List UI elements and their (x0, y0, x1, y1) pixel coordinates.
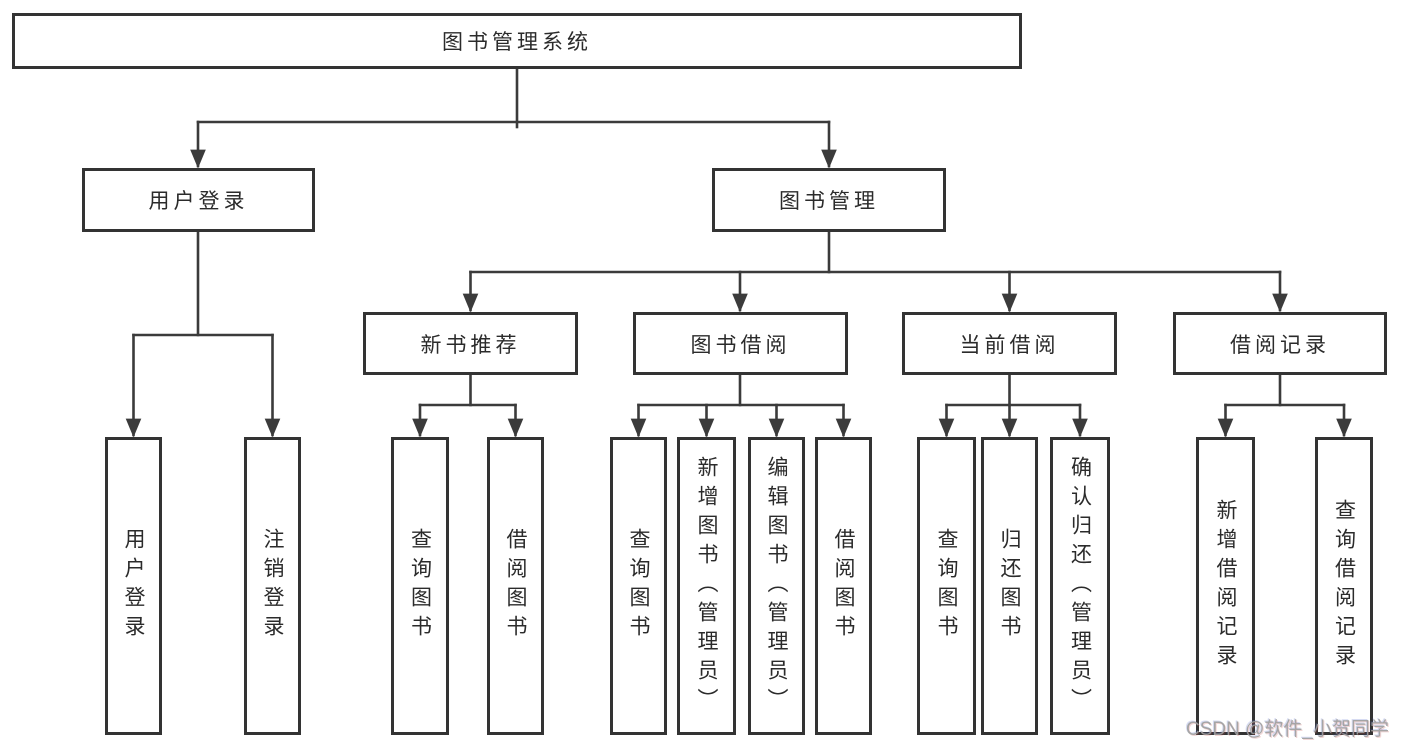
leaf-edit-book-admin: 编辑图书（管理员） (748, 437, 805, 735)
node-book-management: 图书管理 (712, 168, 946, 232)
node-user-login: 用户登录 (82, 168, 315, 232)
leaf-borrow-books: 借阅图书 (815, 437, 872, 735)
node-label: 借阅图书 (832, 528, 855, 644)
node-book-borrow: 图书借阅 (633, 312, 848, 375)
connector-new-books-branch (412, 373, 524, 438)
node-label: 新增图书（管理员） (695, 455, 718, 717)
node-label: 注销登录 (261, 528, 284, 644)
node-label: 查询图书 (627, 528, 650, 644)
leaf-query-books-borrow: 查询图书 (610, 437, 667, 735)
leaf-query-books-recommend: 查询图书 (391, 437, 449, 735)
node-label: 新增借阅记录 (1214, 499, 1237, 673)
node-label: 借阅记录 (1230, 333, 1330, 357)
connector-book-borrow-branch (630, 373, 852, 438)
connector-book-mgmt-to-level3 (462, 230, 1288, 313)
leaf-query-borrow-record: 查询借阅记录 (1315, 437, 1373, 735)
node-label: 归还图书 (998, 528, 1021, 644)
leaf-confirm-return-admin: 确认归还（管理员） (1050, 437, 1110, 735)
connector-current-borrow-branch (938, 373, 1088, 438)
connector-borrow-records-branch (1217, 373, 1352, 438)
node-label: 图书管理 (779, 190, 879, 213)
leaf-add-borrow-record: 新增借阅记录 (1196, 437, 1255, 735)
leaf-add-book-admin: 新增图书（管理员） (677, 437, 736, 735)
connector-root-to-level2 (190, 67, 837, 169)
leaf-borrow-books-recommend: 借阅图书 (487, 437, 544, 735)
node-label: 图书借阅 (690, 333, 791, 357)
node-label: 新书推荐 (420, 333, 521, 357)
node-label: 借阅图书 (504, 528, 527, 644)
node-label: 确认归还（管理员） (1068, 455, 1092, 717)
node-label: 查询图书 (935, 528, 958, 644)
leaf-query-books-current: 查询图书 (917, 437, 976, 735)
node-current-borrow: 当前借阅 (902, 312, 1117, 375)
node-label: 用户登录 (148, 190, 249, 213)
node-label: 用户登录 (122, 528, 145, 644)
node-root-library-system: 图书管理系统 (12, 13, 1022, 69)
csdn-watermark: CSDN @软件_小贺同学 (1186, 719, 1389, 740)
leaf-return-book: 归还图书 (981, 437, 1038, 735)
leaf-user-login: 用户登录 (105, 437, 162, 735)
node-new-book-recommend: 新书推荐 (363, 312, 578, 375)
node-label: 当前借阅 (959, 333, 1060, 357)
node-label: 编辑图书（管理员） (765, 455, 788, 717)
connector-user-login-branch (125, 230, 281, 438)
leaf-logout: 注销登录 (244, 437, 301, 735)
node-borrow-records: 借阅记录 (1173, 312, 1387, 375)
node-label: 查询图书 (408, 528, 432, 644)
node-label: 图书管理系统 (442, 31, 592, 54)
node-label: 查询借阅记录 (1332, 499, 1356, 673)
